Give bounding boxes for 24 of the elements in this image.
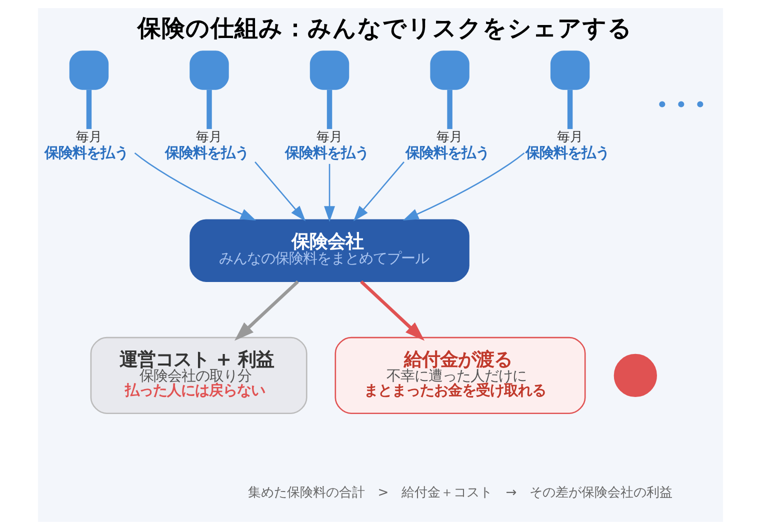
arrow bbox=[254, 161, 306, 222]
arrow bbox=[324, 164, 335, 222]
arrow bbox=[134, 152, 256, 221]
node-label: 毎月 bbox=[196, 130, 222, 145]
node-box: 保険会社 みんなの保険料をまとめてプール bbox=[189, 219, 469, 282]
arrow bbox=[360, 280, 424, 341]
diagram-title: 保険の仕組み：みんなでリスクをシェアする bbox=[136, 14, 632, 42]
node-label: 毎月 bbox=[556, 130, 582, 145]
node-label: 毎月 bbox=[436, 130, 462, 145]
node-person bbox=[613, 354, 656, 398]
node-label: 保険料を払う bbox=[164, 146, 248, 162]
node-label: 保険料を払う bbox=[404, 146, 489, 162]
label: • • • bbox=[656, 92, 706, 117]
node-box: 給付金が渡る 不幸に遭った人だけに まとまったお金を受け取れる bbox=[334, 336, 586, 414]
arrow bbox=[352, 161, 404, 222]
arrow bbox=[234, 280, 298, 341]
node-label: 保険料を払う bbox=[284, 146, 369, 162]
node-label: 毎月 bbox=[75, 130, 102, 145]
node-box: 運営コスト + 利益 保険会社の取り分 払った人には戻らない bbox=[90, 336, 307, 414]
node-label: 毎月 bbox=[316, 130, 342, 145]
node-label: 保険料を払う bbox=[525, 146, 610, 162]
caption: 集めた保険料の合計 > 給付金＋コスト → その差が保険会社の利益 bbox=[247, 485, 672, 500]
arrow bbox=[402, 152, 524, 221]
node-label: 保険料を払う bbox=[44, 146, 128, 162]
